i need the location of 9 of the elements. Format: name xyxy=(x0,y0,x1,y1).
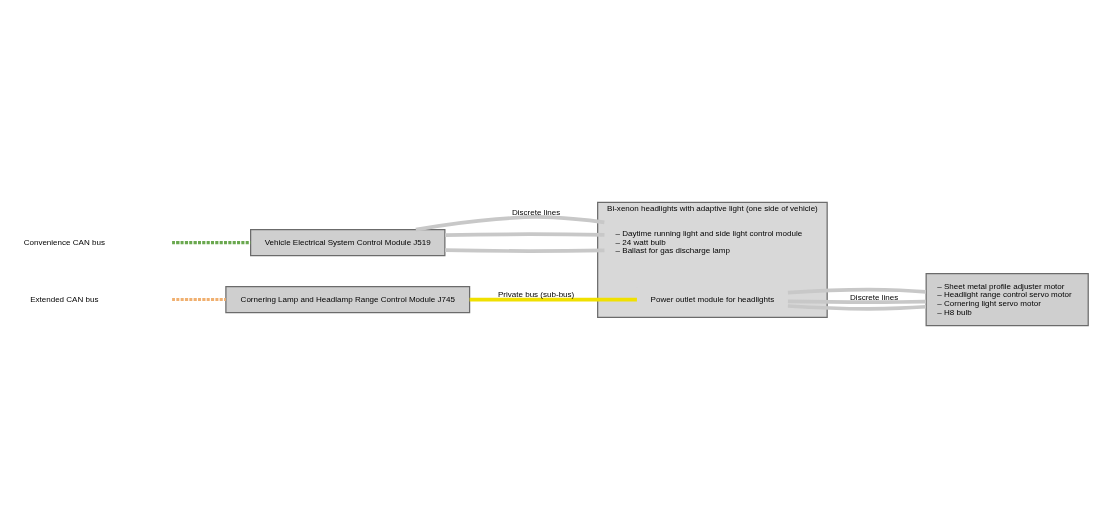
connector xyxy=(469,297,637,302)
connector xyxy=(445,232,605,237)
connector xyxy=(415,215,605,232)
connector xyxy=(172,298,226,302)
connector xyxy=(787,287,927,295)
connector xyxy=(172,241,251,245)
connector xyxy=(445,248,605,253)
connector xyxy=(787,299,926,305)
connector xyxy=(787,304,927,311)
